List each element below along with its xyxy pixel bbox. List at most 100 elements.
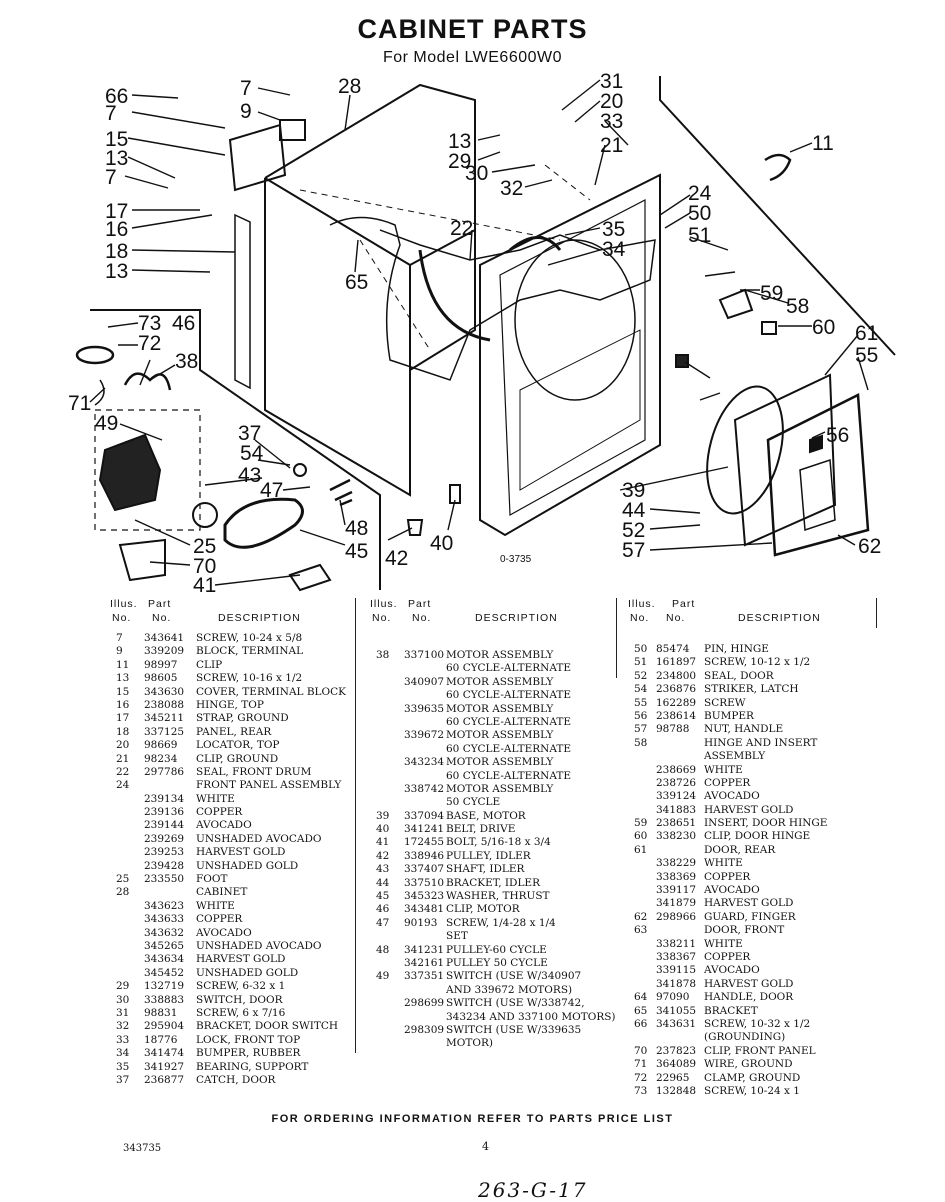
part-number: 98788	[656, 723, 690, 736]
illus-number: 50	[634, 643, 648, 655]
part-description: UNSHADED AVOCADO	[196, 939, 322, 952]
part-number: 236877	[144, 1073, 185, 1086]
part-description: CLIP	[196, 658, 223, 671]
part-description: SCREW, 6 x 7/16	[196, 1006, 286, 1019]
callout-52: 52	[622, 519, 645, 542]
part-number: 338229	[656, 857, 697, 870]
part-number: 343632	[144, 926, 185, 939]
callout-38: 38	[175, 350, 198, 373]
part-description: CLIP, GROUND	[196, 752, 279, 765]
callout-37: 37	[238, 422, 261, 445]
part-number: 97090	[656, 991, 690, 1004]
part-number: 22965	[656, 1071, 690, 1084]
illus-number: 17	[116, 712, 130, 725]
part-number: 343234	[404, 756, 445, 769]
callout-33: 33	[600, 110, 623, 133]
part-number: 338230	[656, 830, 697, 843]
part-description: LOCK, FRONT TOP	[196, 1033, 301, 1046]
illus-number: 35	[116, 1060, 130, 1073]
illus-number: 49	[376, 970, 390, 983]
part-number: 98234	[144, 752, 178, 765]
part-description: SCREW, 6-32 x 1	[196, 980, 286, 993]
part-description: SCREW, 10-24 x 1	[704, 1084, 800, 1097]
part-row: AND 339672 MOTORS)	[370, 984, 615, 997]
part-number: 337100	[404, 649, 445, 661]
callout-34: 34	[602, 238, 626, 261]
part-description: PIN, HINGE	[704, 643, 769, 655]
part-description: BEARING, SUPPORT	[196, 1060, 309, 1073]
part-description: DOOR, REAR	[704, 843, 776, 856]
callout-58: 58	[786, 295, 809, 318]
part-number: 339124	[656, 790, 697, 803]
part-number: 161897	[656, 656, 697, 669]
part-number: 338211	[656, 937, 697, 950]
callout-56: 56	[826, 424, 849, 447]
part-number: 343630	[144, 685, 185, 698]
part-description: SCREW, 10-16 x 1/2	[196, 672, 303, 685]
part-description: CLIP, FRONT PANEL	[704, 1044, 816, 1057]
part-description: 60 CYCLE-ALTERNATE	[446, 715, 572, 728]
part-description: (GROUNDING)	[704, 1031, 786, 1044]
callout-70: 70	[193, 555, 216, 578]
illus-number: 21	[116, 752, 130, 765]
part-number: 337094	[404, 809, 445, 822]
figure-number: 0-3735	[500, 554, 532, 565]
illus-number: 30	[116, 993, 130, 1006]
part-description: MOTOR ASSEMBLY	[446, 702, 554, 715]
illus-number: 45	[376, 890, 390, 903]
part-description: NUT, HANDLE	[704, 723, 784, 736]
callout-43: 43	[238, 464, 261, 487]
part-row: 21 98234 CLIP, GROUND	[110, 753, 355, 766]
callout-42: 42	[385, 547, 408, 570]
illus-number: 55	[634, 696, 648, 709]
part-description: WHITE	[704, 857, 743, 870]
part-description: HARVEST GOLD	[704, 803, 794, 816]
part-description: WHITE	[196, 899, 235, 912]
part-number: 341474	[144, 1047, 185, 1060]
part-number: 236876	[656, 683, 697, 696]
part-number: 298309	[404, 1023, 445, 1036]
illus-number: 40	[376, 823, 390, 836]
illus-number: 71	[634, 1058, 648, 1071]
callout-41: 41	[193, 574, 216, 597]
callout-25: 25	[193, 535, 216, 558]
part-number: 338369	[656, 870, 697, 883]
callout-13: 13	[105, 260, 128, 283]
illus-number: 33	[116, 1033, 130, 1046]
callout-73: 73	[138, 312, 161, 335]
part-description: HANDLE, DOOR	[704, 991, 794, 1004]
part-number: 338946	[404, 849, 445, 862]
part-description: MOTOR ASSEMBLY	[446, 675, 554, 688]
part-description: BRACKET, DOOR SWITCH	[196, 1020, 339, 1033]
illus-number: 70	[634, 1044, 648, 1057]
column-divider	[616, 598, 617, 678]
part-number: 345211	[144, 712, 185, 725]
